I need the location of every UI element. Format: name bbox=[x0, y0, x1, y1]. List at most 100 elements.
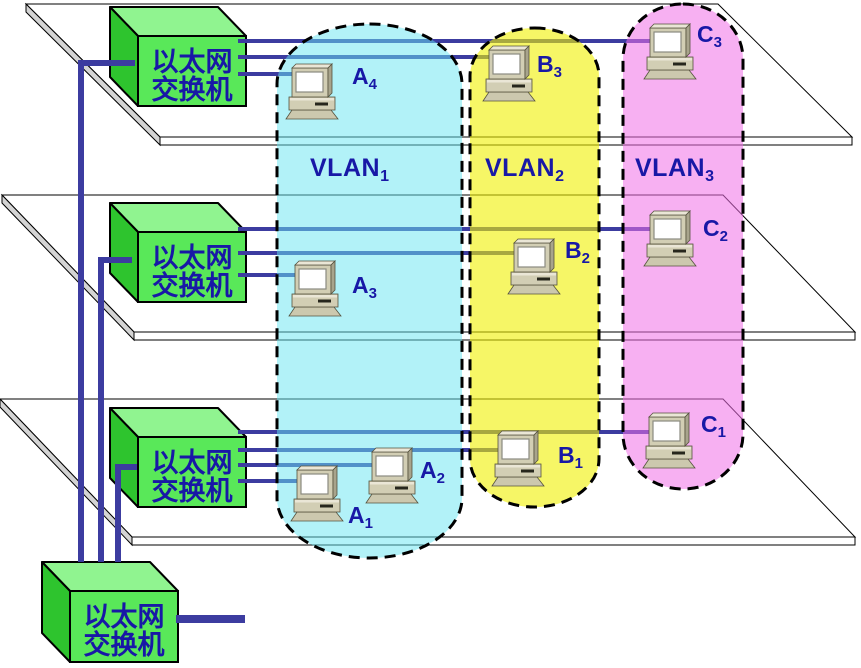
host-a4-computer-base bbox=[285, 109, 339, 120]
host-c1-computer-monitor-side bbox=[684, 412, 690, 447]
host-b3-computer-disk-slot bbox=[512, 84, 525, 88]
host-b1-computer-disk-slot bbox=[521, 469, 534, 473]
link-trunk-switch2 bbox=[98, 257, 132, 562]
vlan-1-label-subscript: 1 bbox=[380, 168, 389, 185]
host-b2-computer-monitor-side bbox=[549, 238, 555, 273]
ethernet-switch-4-label-line1: 以太网 bbox=[84, 602, 165, 632]
host-c1-computer-disk-slot bbox=[672, 451, 685, 455]
host-a2-computer-disk-slot bbox=[395, 486, 408, 490]
host-c1-computer-monitor-top bbox=[648, 412, 690, 418]
host-b2-computer-base bbox=[507, 284, 561, 295]
host-label-a2-subscript: 2 bbox=[437, 470, 445, 487]
host-c3-computer-screen bbox=[653, 31, 682, 53]
host-label-c2-base: C bbox=[703, 215, 720, 241]
host-label-c2-subscript: 2 bbox=[720, 228, 728, 245]
host-a1-computer-monitor-side bbox=[332, 465, 338, 500]
host-b3-computer-screen bbox=[492, 53, 521, 75]
host-a4-computer-disk-slot bbox=[315, 102, 328, 106]
host-a1-computer-cpu-highlight bbox=[295, 500, 339, 503]
host-label-c1: C1 bbox=[701, 411, 726, 441]
host-b1-computer-base bbox=[491, 476, 545, 487]
host-a1 bbox=[290, 465, 344, 522]
host-a3-computer-screen bbox=[298, 268, 327, 290]
vlan-2-label-base: VLAN bbox=[485, 154, 555, 182]
host-label-a2: A2 bbox=[420, 457, 445, 487]
host-c3-computer-base bbox=[643, 69, 697, 80]
host-a4 bbox=[285, 63, 339, 120]
host-b3-computer-monitor-side bbox=[524, 45, 530, 80]
host-c2-computer-monitor-top bbox=[649, 210, 691, 216]
host-b1-computer-monitor-top bbox=[497, 430, 539, 436]
host-b3-computer-monitor-top bbox=[488, 45, 530, 51]
ethernet-switch-1-label-line2: 交换机 bbox=[152, 74, 233, 105]
host-label-a3-base: A bbox=[352, 272, 369, 298]
host-b1-computer-screen bbox=[501, 438, 530, 460]
host-label-b1-subscript: 1 bbox=[575, 455, 583, 472]
host-label-b2: B2 bbox=[565, 237, 590, 267]
host-label-a1-base: A bbox=[348, 502, 365, 528]
host-label-b1: B1 bbox=[558, 442, 583, 472]
host-label-b1-base: B bbox=[558, 442, 575, 468]
ethernet-switch-4-front-face bbox=[69, 590, 179, 663]
ethernet-switch-2-label-line2: 交换机 bbox=[152, 270, 233, 301]
host-a1-computer-disk-slot bbox=[320, 504, 333, 508]
ethernet-switch-1-label-line1: 以太网 bbox=[152, 47, 233, 77]
ethernet-switch-3-label-line2: 交换机 bbox=[152, 475, 233, 506]
floor-3-front-edge bbox=[131, 536, 856, 546]
host-b2 bbox=[507, 238, 561, 295]
host-c3 bbox=[643, 23, 697, 80]
host-b1-computer-cpu-highlight bbox=[496, 465, 540, 468]
host-a3-computer-monitor-side bbox=[330, 260, 336, 295]
host-a1-computer-monitor-top bbox=[296, 465, 338, 471]
vlan-3-label-base: VLAN bbox=[635, 154, 705, 182]
host-c3-computer-cpu-highlight bbox=[648, 58, 692, 61]
host-c2-computer-screen bbox=[653, 218, 682, 240]
vlan-1-region bbox=[275, 22, 464, 560]
host-b3-computer-base bbox=[482, 91, 536, 102]
host-label-a1: A1 bbox=[348, 502, 373, 532]
host-b3 bbox=[482, 45, 536, 102]
host-a4-computer-monitor-side bbox=[327, 63, 333, 98]
link-trunk-switch1 bbox=[78, 60, 135, 562]
vlan-1-label-base: VLAN bbox=[310, 154, 380, 182]
ethernet-switch-2-front-face bbox=[137, 231, 247, 303]
host-c1-computer-base bbox=[642, 458, 696, 469]
host-a2-computer-monitor-side bbox=[407, 447, 413, 482]
host-a2 bbox=[365, 447, 419, 504]
host-label-c1-subscript: 1 bbox=[718, 424, 726, 441]
host-a2-computer-monitor-top bbox=[371, 447, 413, 453]
vlan-3-label-subscript: 3 bbox=[705, 168, 714, 185]
host-c2-computer-base bbox=[643, 256, 697, 267]
host-label-b2-base: B bbox=[565, 237, 582, 263]
host-b2-computer-cpu-highlight bbox=[512, 273, 556, 276]
host-label-b3-base: B bbox=[537, 51, 554, 77]
host-label-a3-subscript: 3 bbox=[369, 285, 377, 302]
host-b3-computer-cpu-highlight bbox=[487, 80, 531, 83]
ethernet-switch-4-label-line2: 交换机 bbox=[84, 629, 165, 660]
host-c1-computer-screen bbox=[652, 420, 681, 442]
host-a3 bbox=[288, 260, 342, 317]
host-label-b2-subscript: 2 bbox=[582, 250, 590, 267]
host-a2-computer-base bbox=[365, 493, 419, 504]
host-label-c1-base: C bbox=[701, 411, 718, 437]
host-a4-computer-screen bbox=[295, 71, 324, 93]
vlan-1-boundary bbox=[275, 22, 464, 560]
host-a3-computer-monitor-top bbox=[294, 260, 336, 266]
host-c2-computer-monitor-side bbox=[685, 210, 691, 245]
vlan-2-label: VLAN2 bbox=[485, 154, 564, 185]
host-c3-computer-monitor-side bbox=[685, 23, 691, 58]
host-a3-computer-cpu-highlight bbox=[293, 295, 337, 298]
host-a4-computer-monitor-top bbox=[291, 63, 333, 69]
host-label-a4-subscript: 4 bbox=[369, 76, 378, 93]
host-c3-computer-disk-slot bbox=[673, 62, 686, 66]
host-label-a3: A3 bbox=[352, 272, 377, 302]
host-a1-computer-base bbox=[290, 511, 344, 522]
ethernet-switch-3-label-line1: 以太网 bbox=[152, 448, 233, 478]
host-c2 bbox=[643, 210, 697, 267]
host-b2-computer-screen bbox=[517, 246, 546, 268]
vlan-2-label-subscript: 2 bbox=[555, 168, 564, 185]
link-trunk-switch3 bbox=[115, 464, 137, 562]
